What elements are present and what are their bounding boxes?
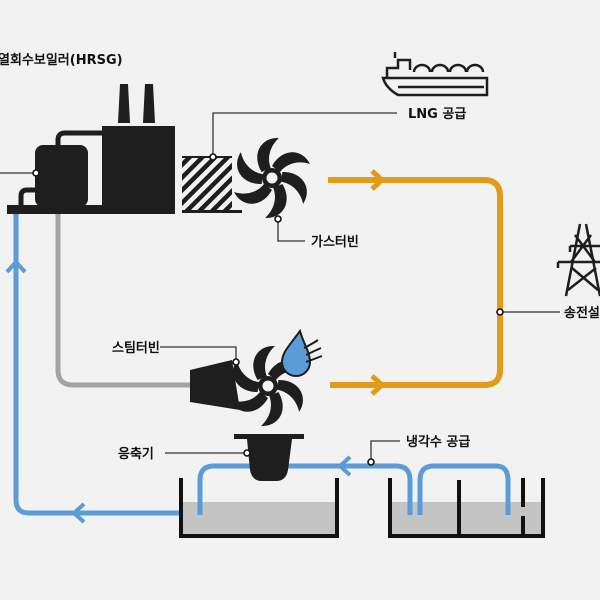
cooling-water-label: 냉각수 공급 <box>406 435 470 450</box>
electricity-arrow-bottom <box>370 374 386 396</box>
tank-water-right <box>390 502 543 536</box>
electricity-line-gas <box>328 177 503 388</box>
cooling-water-line <box>197 463 511 515</box>
heat-exchanger-icon <box>182 157 232 212</box>
hrsg-factory-icon <box>7 84 175 214</box>
steam-line <box>55 212 200 388</box>
water-arrow-up <box>5 259 27 274</box>
gas-turbine-fan-icon <box>230 132 314 224</box>
transmission-tower-icon <box>556 223 600 297</box>
cooling-tank-icon <box>179 478 545 538</box>
cooling-arrow-left <box>337 455 352 477</box>
tank-water-left <box>181 502 337 536</box>
water-arrow-left <box>71 502 86 524</box>
lng-ship-icon <box>381 52 489 97</box>
water-drop-icon <box>280 328 323 377</box>
leader-lines <box>0 112 560 462</box>
steam-turbine-label: 스팀터빈 <box>112 340 160 356</box>
electricity-arrow-top <box>370 169 386 191</box>
condenser-icon <box>234 434 304 481</box>
lng-supply-label: LNG 공급 <box>408 107 466 122</box>
hrsg-label: 열회수보일러(HRSG) <box>0 52 123 68</box>
water-return-line <box>13 212 188 516</box>
leader-dots <box>32 153 504 466</box>
condenser-label: 응축기 <box>118 446 154 462</box>
gas-turbine-label: 가스터빈 <box>311 234 359 250</box>
transmission-label: 송전설 <box>564 305 600 321</box>
steam-turbine-cone-icon <box>190 360 240 410</box>
